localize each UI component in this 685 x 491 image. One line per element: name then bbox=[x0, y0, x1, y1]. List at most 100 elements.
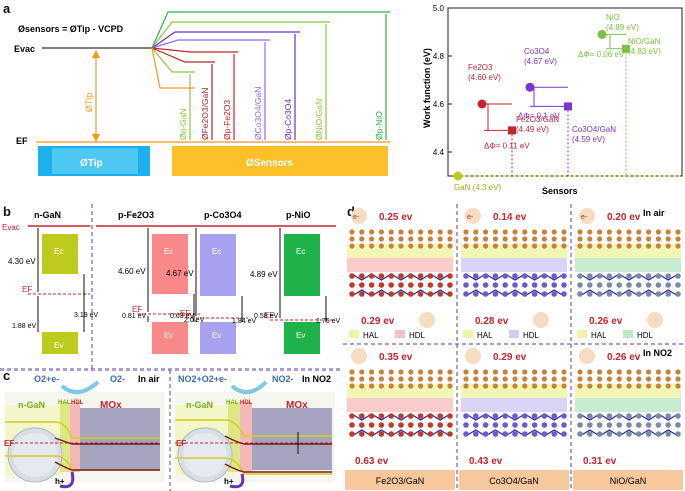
d-atom-top-0-2-1-7 bbox=[646, 236, 652, 242]
d-atom-top-0-1-0-6 bbox=[522, 229, 528, 235]
d-atom-bottom-0-1-0-1 bbox=[473, 273, 479, 279]
d-atom-top-1-2-0-6 bbox=[636, 369, 642, 375]
d-atom-top-0-1-2-1 bbox=[473, 243, 479, 249]
b-v2-1: 0.81 eV bbox=[122, 313, 146, 320]
c-hal-left: HAL bbox=[58, 400, 71, 406]
d-atom-top-0-2-2-1 bbox=[587, 243, 593, 249]
panel-c-mechanism: O2+e- O2- In air n-GaN HAL HDL MOx EF h+… bbox=[0, 370, 340, 491]
d-atom-top-1-2-0-8 bbox=[655, 369, 661, 375]
tip-bar-label: ØTip bbox=[80, 158, 103, 169]
b-v1-0: 4.30 eV bbox=[8, 257, 36, 266]
d-atom-bottom-0-1-1-0 bbox=[463, 282, 469, 288]
d-atom-bottom-0-0-1-6 bbox=[408, 282, 414, 288]
d-atom-top-1-1-0-2 bbox=[483, 369, 489, 375]
d-atom-top-0-2-0-6 bbox=[636, 229, 642, 235]
d-atom-top-0-2-0-0 bbox=[577, 229, 583, 235]
ef-label: EF bbox=[16, 136, 28, 146]
d-atom-top-0-2-0-5 bbox=[626, 229, 632, 235]
d-atom-bottom-1-2-1-2 bbox=[596, 422, 603, 428]
d-atom-top-0-1-1-4 bbox=[502, 236, 508, 242]
d-bond-zig-a-0-1 bbox=[465, 273, 565, 281]
d-atom-top-1-2-2-5 bbox=[626, 383, 632, 389]
d-atom-bottom-0-2-0-10 bbox=[675, 273, 681, 279]
d-atom-top-0-0-2-7 bbox=[418, 243, 424, 249]
b-ev-label-2: Ev bbox=[212, 331, 221, 340]
d-atom-top-0-1-0-3 bbox=[492, 229, 498, 235]
d-atom-bottom-1-2-1-7 bbox=[645, 422, 652, 428]
d-atom-top-0-2-2-3 bbox=[606, 243, 612, 249]
d-atom-top-1-2-0-7 bbox=[646, 369, 652, 375]
d-atom-top-1-2-1-1 bbox=[587, 376, 593, 382]
d-atom-bottom-0-0-2-0 bbox=[349, 291, 355, 297]
d-atom-bottom-1-2-1-6 bbox=[636, 422, 642, 428]
d-atom-top-0-1-0-5 bbox=[512, 229, 518, 235]
c-title-right: In NO2 bbox=[302, 374, 331, 384]
level-label-ngan: Øn-GaN bbox=[178, 108, 188, 140]
d-atom-bottom-1-1-2-9 bbox=[551, 431, 557, 437]
d-atom-top-0-1-0-10 bbox=[561, 229, 567, 235]
d-atom-top-0-2-0-1 bbox=[587, 229, 593, 235]
label-co3o4-1: (4.67 eV) bbox=[524, 57, 557, 66]
d-atom-bottom-1-2-2-9 bbox=[665, 431, 671, 437]
d-atom-bottom-0-2-0-5 bbox=[626, 273, 632, 279]
d-atom-bottom-0-2-2-1 bbox=[587, 291, 593, 297]
d-atom-bottom-1-0-1-10 bbox=[447, 422, 453, 428]
point-co3o4gan bbox=[564, 102, 572, 111]
d-atom-bottom-0-1-2-6 bbox=[522, 291, 528, 297]
d-atom-bottom-0-0-1-4 bbox=[388, 282, 394, 288]
d-atom-bottom-1-2-1-1 bbox=[587, 422, 593, 428]
b-ef-label-1: EF bbox=[132, 305, 142, 314]
d-atom-bottom-0-1-2-0 bbox=[463, 291, 469, 297]
d-atom-bottom-0-0-2-9 bbox=[437, 291, 443, 297]
d-atom-bottom-1-2-1-5 bbox=[626, 422, 632, 428]
d-top-energy-b-1: 0.28 ev bbox=[475, 316, 509, 327]
d-atom-bottom-0-2-2-0 bbox=[577, 291, 583, 297]
d-atom-bottom-1-1-1-6 bbox=[522, 422, 528, 428]
d-atom-top-0-1-1-5 bbox=[512, 236, 518, 242]
y-tick-label-1: 4.6 bbox=[433, 100, 445, 109]
b-v3-0: 3.19 eV bbox=[74, 312, 98, 319]
d-atom-bottom-0-0-1-7 bbox=[417, 282, 424, 288]
d-electron-top-2: e- bbox=[581, 214, 588, 221]
d-bond-zig-b-0-0 bbox=[351, 289, 451, 297]
d-legend-hdl-top-0: HDL bbox=[409, 331, 426, 340]
d-atom-bottom-1-1-0-9 bbox=[551, 413, 557, 419]
d-atom-top-0-1-2-3 bbox=[492, 243, 498, 249]
d-atom-top-1-1-2-7 bbox=[532, 383, 538, 389]
d-atom-top-1-0-0-8 bbox=[427, 369, 433, 375]
d-atom-top-1-1-1-2 bbox=[483, 376, 489, 382]
d-atom-top-0-0-0-0 bbox=[349, 229, 355, 235]
d-atom-bottom-0-0-2-7 bbox=[417, 291, 424, 297]
d-atom-top-1-2-0-5 bbox=[626, 369, 632, 375]
d-electron-top-0: e- bbox=[353, 214, 360, 221]
d-atom-bottom-1-2-2-0 bbox=[577, 431, 583, 437]
label-fe2o3gan-0: Fe2O3/GaN bbox=[516, 115, 559, 124]
d-atom-top-1-1-0-0 bbox=[463, 369, 469, 375]
d-atom-top-0-0-0-6 bbox=[408, 229, 414, 235]
d-atom-top-1-2-1-8 bbox=[655, 376, 661, 382]
d-atom-top-0-2-1-6 bbox=[636, 236, 642, 242]
d-atom-bottom-0-1-0-9 bbox=[551, 273, 557, 279]
b-valence-band-3 bbox=[284, 322, 320, 354]
d-atom-top-1-0-0-9 bbox=[437, 369, 443, 375]
level-label-fe2o3-gan: ØFe2O3/GaN bbox=[200, 88, 210, 140]
b-ec-label-1: Ec bbox=[164, 247, 173, 256]
d-legend-hal-top-1: HAL bbox=[477, 331, 493, 340]
d-atom-top-0-0-1-5 bbox=[398, 236, 404, 242]
d-atom-bottom-1-2-0-9 bbox=[665, 413, 671, 419]
d-atom-top-1-0-1-2 bbox=[369, 376, 375, 382]
d-atom-top-0-0-1-9 bbox=[437, 236, 443, 242]
d-atom-bottom-0-0-1-8 bbox=[427, 282, 434, 288]
c-ngan-right: n-GaN bbox=[186, 400, 213, 410]
c-mox-left: MOx bbox=[100, 400, 122, 411]
c-ef-right: EF bbox=[176, 439, 186, 448]
d-atom-bottom-1-1-0-4 bbox=[502, 413, 508, 419]
d-atom-top-1-1-2-2 bbox=[483, 383, 489, 389]
label-co3o4gan-0: Co3O4/GaN bbox=[572, 125, 616, 134]
delta-label-nio: ΔΦ= 0.06 eV bbox=[578, 50, 625, 59]
d-atom-top-0-2-2-0 bbox=[577, 243, 583, 249]
d-atom-bottom-0-2-0-2 bbox=[596, 273, 603, 279]
tip-bar-inner bbox=[52, 148, 138, 174]
label-co3o4gan-1: (4.59 eV) bbox=[572, 135, 605, 144]
d-legend-hal-top-0: HAL bbox=[363, 331, 379, 340]
